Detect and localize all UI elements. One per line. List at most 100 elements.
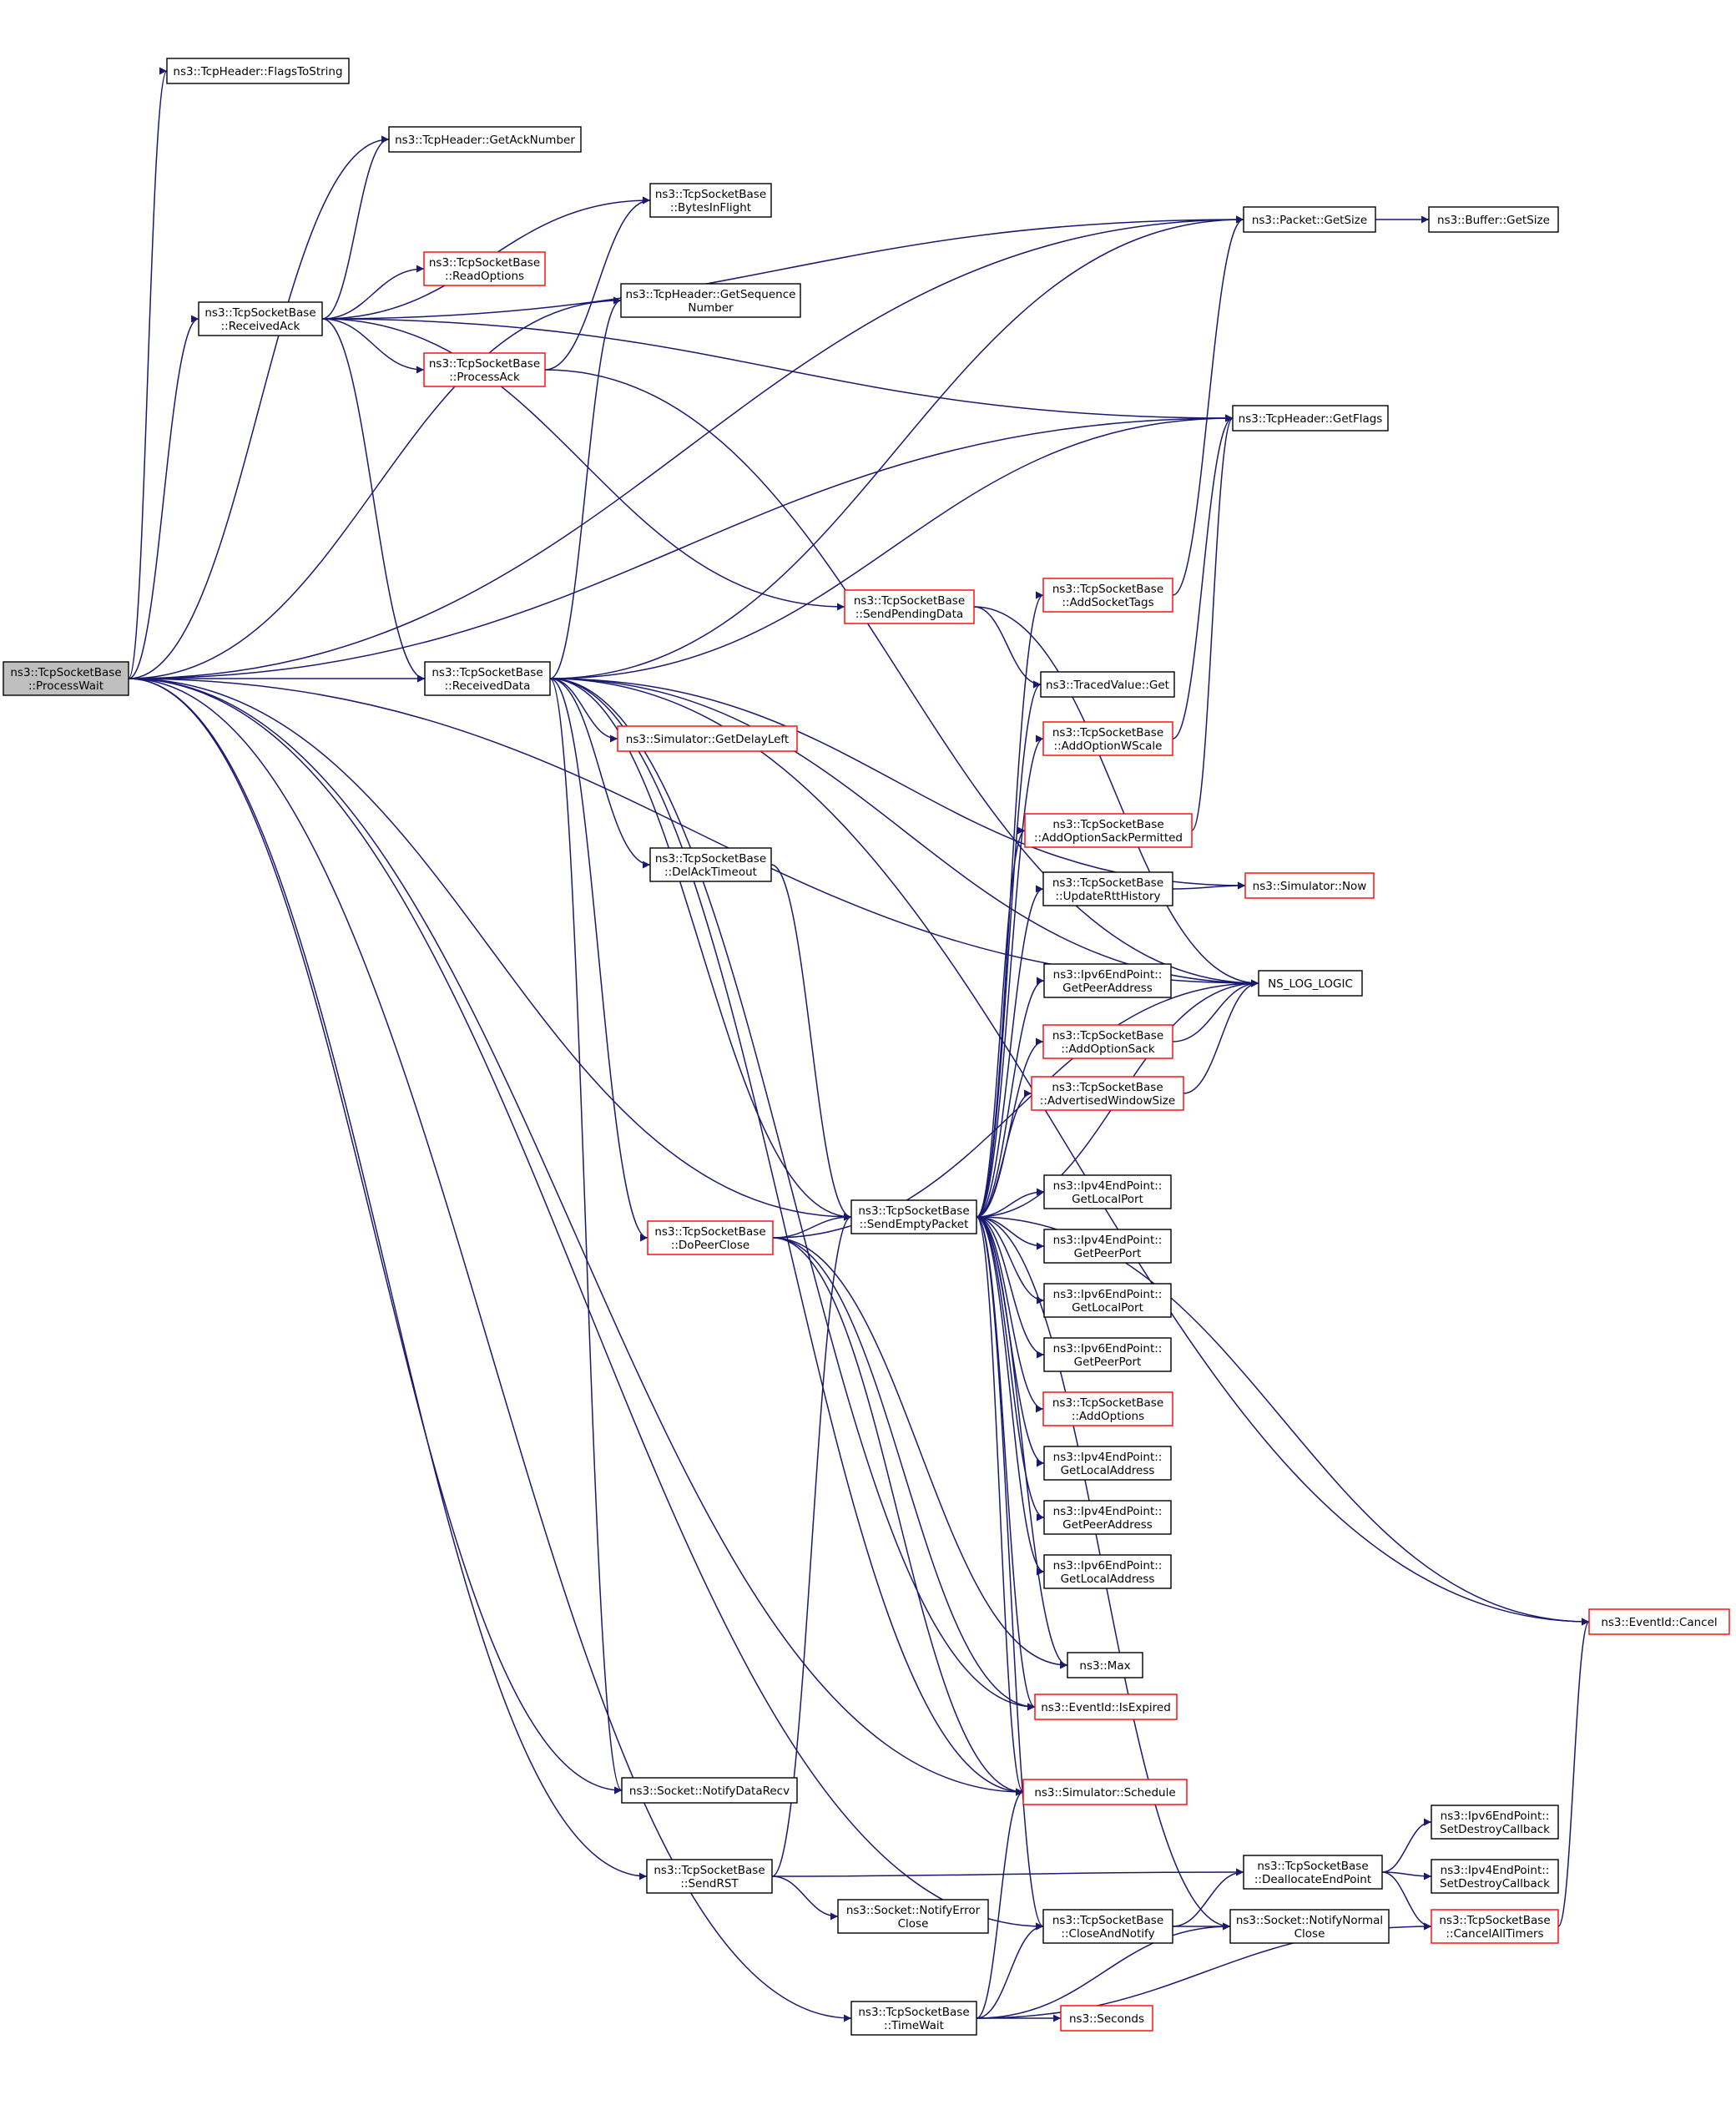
node-event-id-cancel[interactable]: ns3::EventId::Cancel [1588, 1608, 1730, 1635]
node-box [1043, 963, 1172, 998]
node-ipv4-set-destroy-callback[interactable]: ns3::Ipv4EndPoint::SetDestroyCallback [1431, 1859, 1559, 1894]
node-ipv6-get-local-address[interactable]: ns3::Ipv6EndPoint::GetLocalAddress [1043, 1554, 1172, 1589]
node-box [1043, 1500, 1172, 1535]
edge-do-peer-close-to-ns-log-logic [772, 979, 1259, 1239]
node-label: ::AddSocketTags [1062, 596, 1153, 609]
edge-send-rst-to-notify-error-close [771, 1875, 839, 1921]
node-label: ns3::Socket::NotifyNormal [1236, 1914, 1383, 1927]
edge-received-data-to-notify-data-recv [549, 678, 623, 1795]
node-label: ::ReceivedData [445, 679, 531, 693]
node-get-flags[interactable]: ns3::TcpHeader::GetFlags [1232, 405, 1389, 432]
node-event-id-is-expired[interactable]: ns3::EventId::IsExpired [1034, 1694, 1178, 1720]
node-add-option-sack-permitted[interactable]: ns3::TcpSocketBase::AddOptionSackPermitt… [1024, 813, 1193, 848]
edge-do-peer-close-to-max [772, 1237, 1068, 1669]
node-seconds[interactable]: ns3::Seconds [1060, 2005, 1153, 2032]
edge-received-data-to-send-empty-packet [549, 678, 852, 1221]
node-update-rtt-history[interactable]: ns3::TcpSocketBase::UpdateRttHistory [1042, 871, 1173, 906]
node-box [1040, 671, 1175, 698]
node-label: ::SendRST [680, 1877, 739, 1890]
node-box [166, 58, 350, 84]
node-label: ns3::Ipv6EndPoint:: [1053, 1342, 1163, 1355]
node-simulator-now[interactable]: ns3::Simulator::Now [1244, 872, 1375, 899]
edge-do-peer-close-to-event-id-is-expired [772, 1237, 1036, 1711]
node-label: Close [1294, 1927, 1325, 1941]
node-ipv4-get-local-port[interactable]: ns3::Ipv4EndPoint::GetLocalPort [1043, 1174, 1172, 1209]
edge-send-empty-packet-to-ipv4-get-peer-address [976, 1216, 1045, 1522]
node-traced-value-get[interactable]: ns3::TracedValue::Get [1040, 671, 1175, 698]
node-notify-data-recv[interactable]: ns3::Socket::NotifyDataRecv [621, 1777, 798, 1804]
node-box [646, 1859, 773, 1894]
node-simulator-schedule[interactable]: ns3::Simulator::Schedule [1022, 1779, 1188, 1805]
node-send-rst[interactable]: ns3::TcpSocketBase::SendRST [646, 1859, 773, 1894]
node-advertised-window-size[interactable]: ns3::TcpSocketBase::AdvertisedWindowSize [1031, 1076, 1184, 1111]
node-ipv6-get-local-port[interactable]: ns3::Ipv6EndPoint::GetLocalPort [1043, 1283, 1172, 1318]
node-add-option-sack[interactable]: ns3::TcpSocketBase::AddOptionSack [1042, 1024, 1173, 1059]
node-get-delay-left[interactable]: ns3::Simulator::GetDelayLeft [617, 725, 798, 752]
node-del-ack-timeout[interactable]: ns3::TcpSocketBase::DelAckTimeout [649, 847, 772, 882]
node-ipv4-get-peer-address[interactable]: ns3::Ipv4EndPoint::GetPeerAddress [1043, 1500, 1172, 1535]
node-cancel-all-timers[interactable]: ns3::TcpSocketBase::CancelAllTimers [1431, 1909, 1559, 1944]
node-box [837, 1899, 989, 1934]
edge-root-to-send-rst [128, 678, 648, 1880]
node-label: ns3::TcpSocketBase [1257, 1860, 1368, 1873]
node-label: ns3::Max [1079, 1659, 1130, 1673]
node-root[interactable]: ns3::TcpSocketBase::ProcessWait [3, 661, 129, 696]
node-label: ns3::Packet::GetSize [1252, 214, 1367, 227]
node-flags-to-string[interactable]: ns3::TcpHeader::FlagsToString [166, 58, 350, 84]
node-box [1042, 1909, 1173, 1944]
node-ipv4-get-peer-port[interactable]: ns3::Ipv4EndPoint::GetPeerPort [1043, 1229, 1172, 1264]
node-read-options[interactable]: ns3::TcpSocketBase::ReadOptions [423, 251, 546, 286]
node-ns-log-logic[interactable]: NS_LOG_LOGIC [1258, 970, 1363, 997]
node-get-ack-number[interactable]: ns3::TcpHeader::GetAckNumber [388, 126, 582, 153]
node-packet-get-size[interactable]: ns3::Packet::GetSize [1243, 206, 1376, 233]
node-label: ns3::TcpHeader::GetAckNumber [395, 134, 575, 147]
edge-send-empty-packet-to-ipv6-get-peer-port [976, 1216, 1045, 1359]
node-add-options[interactable]: ns3::TcpSocketBase::AddOptions [1042, 1391, 1173, 1426]
node-label: NS_LOG_LOGIC [1268, 977, 1353, 991]
edge-time-wait-to-simulator-schedule [976, 1788, 1024, 2019]
edge-root-to-get-flags [128, 414, 1234, 679]
node-label: ns3::Ipv4EndPoint:: [1053, 1505, 1163, 1518]
node-received-ack[interactable]: ns3::TcpSocketBase::ReceivedAck [198, 301, 323, 336]
node-close-and-notify[interactable]: ns3::TcpSocketBase::CloseAndNotify [1042, 1909, 1173, 1944]
node-buffer-get-size[interactable]: ns3::Buffer::GetSize [1428, 206, 1559, 233]
node-label: ::ReceivedAck [221, 320, 300, 333]
node-ipv6-set-destroy-callback[interactable]: ns3::Ipv6EndPoint::SetDestroyCallback [1431, 1805, 1559, 1840]
node-box [1229, 1909, 1390, 1944]
edge-received-data-to-packet-get-size [549, 215, 1244, 679]
node-max[interactable]: ns3::Max [1067, 1652, 1143, 1678]
node-label: ns3::TcpSocketBase [655, 188, 766, 201]
node-box [1244, 872, 1375, 899]
node-send-empty-packet[interactable]: ns3::TcpSocketBase::SendEmptyPacket [850, 1199, 977, 1234]
node-label: ns3::TcpHeader::GetSequence [626, 288, 796, 301]
node-box [1043, 1283, 1172, 1318]
node-label: ns3::TcpSocketBase [854, 594, 965, 608]
node-do-peer-close[interactable]: ns3::TcpSocketBase::DoPeerClose [647, 1220, 774, 1255]
node-box [1431, 1859, 1559, 1894]
node-add-option-wscale[interactable]: ns3::TcpSocketBase::AddOptionWScale [1042, 721, 1173, 756]
edge-received-ack-to-received-data [321, 318, 426, 683]
node-deallocate-end-point[interactable]: ns3::TcpSocketBase::DeallocateEndPoint [1243, 1855, 1383, 1890]
node-box [649, 183, 772, 218]
node-time-wait[interactable]: ns3::TcpSocketBase::TimeWait [850, 2001, 977, 2036]
node-add-socket-tags[interactable]: ns3::TcpSocketBase::AddSocketTags [1042, 578, 1173, 613]
node-bytes-in-flight[interactable]: ns3::TcpSocketBase::BytesInFlight [649, 183, 772, 218]
edge-root-to-send-empty-packet [128, 678, 852, 1221]
node-label: ns3::TcpHeader::FlagsToString [173, 65, 342, 78]
node-box [1243, 206, 1376, 233]
node-received-data[interactable]: ns3::TcpSocketBase::ReceivedData [424, 661, 551, 696]
node-ipv4-get-local-address[interactable]: ns3::Ipv4EndPoint::GetLocalAddress [1043, 1446, 1172, 1481]
node-send-pending-data[interactable]: ns3::TcpSocketBase::SendPendingData [844, 589, 975, 624]
node-process-ack[interactable]: ns3::TcpSocketBase::ProcessAck [423, 352, 546, 387]
edge-close-and-notify-to-deallocate-end-point [1172, 1868, 1244, 1927]
node-label: ns3::Ipv6EndPoint:: [1053, 968, 1163, 982]
node-label: ns3::TcpSocketBase [1052, 1396, 1163, 1410]
node-box [1034, 1694, 1178, 1720]
node-label: ns3::TcpSocketBase [1052, 1914, 1163, 1927]
node-box [423, 352, 546, 387]
node-ipv6-get-peer-port[interactable]: ns3::Ipv6EndPoint::GetPeerPort [1043, 1337, 1172, 1372]
node-ipv6-get-peer-address[interactable]: ns3::Ipv6EndPoint::GetPeerAddress [1043, 963, 1172, 998]
